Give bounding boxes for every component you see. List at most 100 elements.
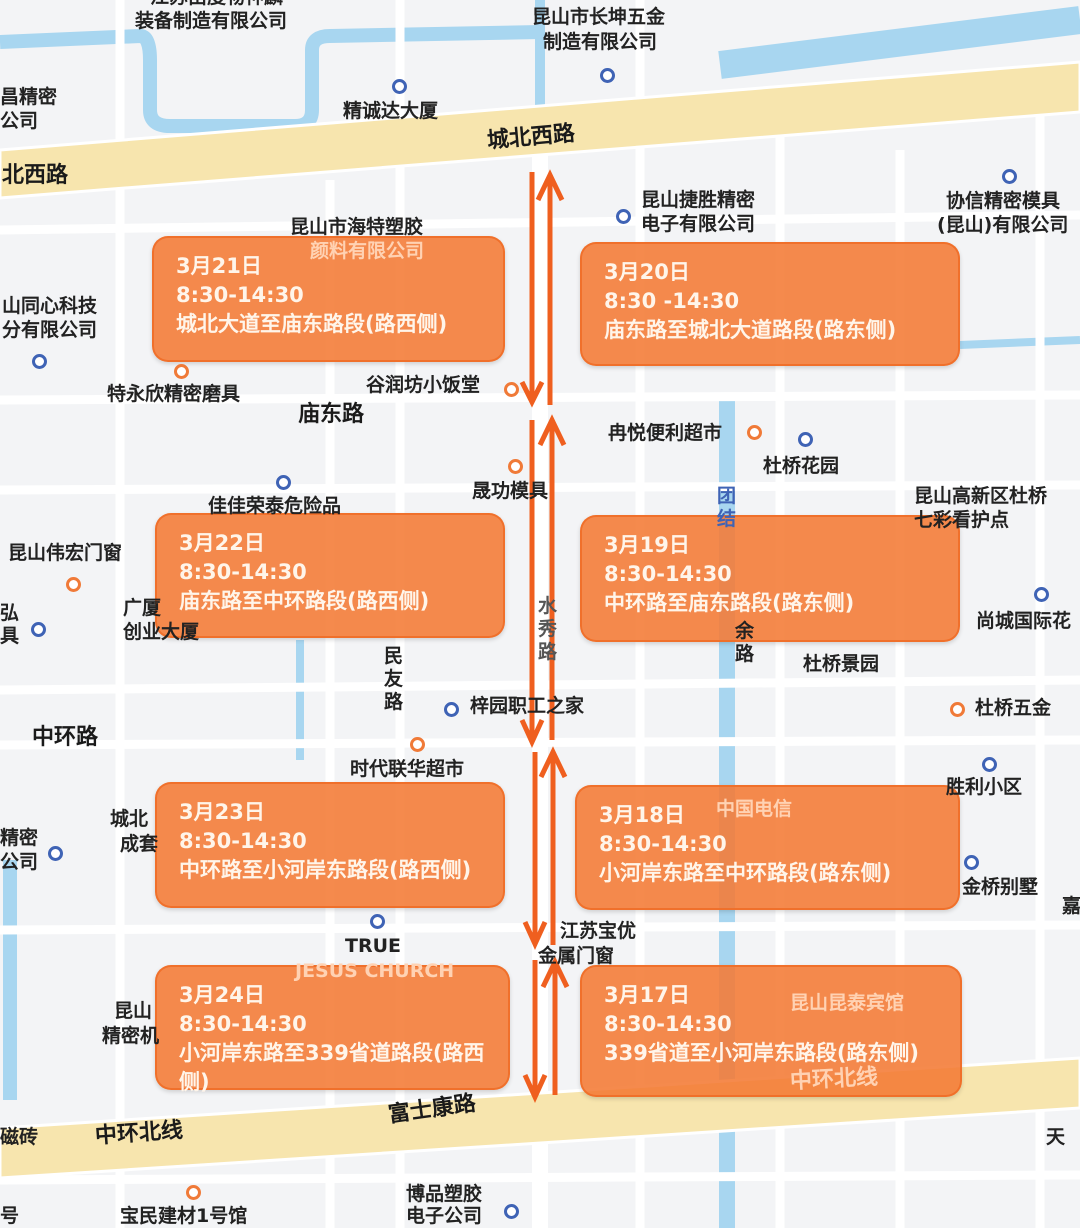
poi-label: 协信精密模具 [946, 190, 1061, 212]
closure-time: 8:30 -14:30 [604, 289, 740, 313]
poi-label: 创业大厦 [123, 621, 200, 643]
poi-label: 制造有限公司 [543, 31, 658, 53]
poi-label: 分有限公司 [2, 319, 98, 341]
poi-label: 昆山伟宏门窗 [8, 542, 123, 564]
closure-card-0317: 3月17日 8:30-14:30 339省道至小河岸东路段(路东侧) [580, 965, 962, 1097]
poi-marker[interactable] [32, 354, 47, 369]
poi-label: 冉悦便利超市 [608, 422, 723, 444]
poi-label: 尚城国际花 [976, 610, 1072, 632]
closure-card-0324: 3月24日 8:30-14:30 小河岸东路至339省道路段(路西侧) [155, 965, 510, 1094]
poi-label: 磁砖 [0, 1126, 39, 1148]
poi-label: 昆山市长坤五金 [532, 6, 666, 28]
closure-segment: 小河岸东路至中环路段(路东侧) [599, 861, 892, 885]
closure-date: 3月23日 [179, 800, 265, 824]
chengbei-xi-road [0, 60, 1080, 200]
poi-label: 昌精密 [0, 86, 58, 108]
closure-date: 3月21日 [176, 254, 262, 278]
poi-label: 昆山 [114, 1000, 153, 1022]
poi-label: 梓园职工之家 [470, 695, 585, 717]
road-label: 中环北线 [789, 1064, 879, 1095]
poi-label: 昆山昆泰宾馆 [790, 992, 905, 1014]
closure-segment: 庙东路至中环路段(路西侧) [179, 589, 430, 613]
poi-marker[interactable] [964, 855, 979, 870]
poi-marker[interactable] [276, 475, 291, 490]
closure-segment: 城北大道至庙东路段(路西侧) [176, 312, 448, 336]
poi-marker[interactable] [508, 459, 523, 474]
poi-marker[interactable] [392, 79, 407, 94]
poi-marker[interactable] [174, 364, 189, 379]
down-arrow-2 [519, 420, 545, 749]
poi-label: 电子有限公司 [641, 213, 756, 235]
closure-date: 3月19日 [604, 533, 690, 557]
closure-card-0319: 3月19日 8:30-14:30 中环路至庙东路段(路东侧) [580, 515, 960, 642]
up-arrow-4 [540, 956, 570, 1095]
closure-time: 8:30-14:30 [604, 1012, 732, 1036]
poi-label: 具 [0, 625, 20, 647]
poi-label: 精密 [0, 827, 39, 849]
closure-card-0318: 3月18日 8:30-14:30 小河岸东路至中环路段(路东侧) [575, 785, 960, 910]
poi-label: 中国电信 [716, 798, 793, 820]
closure-segment: 小河岸东路至339省道路段(路西侧) [179, 1041, 485, 1094]
poi-marker[interactable] [798, 432, 813, 447]
closure-segment: 中环路至小河岸东路段(路西侧) [179, 858, 472, 882]
poi-label: 精诚达大厦 [343, 100, 439, 122]
closure-time: 8:30-14:30 [179, 1012, 307, 1036]
road-label: 余路 [735, 620, 755, 665]
poi-label: 颜料有限公司 [310, 240, 425, 262]
poi-marker[interactable] [600, 68, 615, 83]
poi-label: 号 [0, 1205, 20, 1227]
poi-label: 嘉 [1062, 895, 1080, 917]
poi-marker[interactable] [982, 757, 997, 772]
closure-segment: 庙东路至城北大道路段(路东侧) [604, 318, 897, 342]
road-label: 中环北线 [94, 1117, 184, 1150]
closure-date: 3月24日 [179, 983, 265, 1007]
poi-label: 杜桥花园 [763, 455, 840, 477]
poi-marker[interactable] [444, 702, 459, 717]
poi-label: 宝民建材1号馆 [120, 1205, 248, 1227]
poi-marker[interactable] [504, 382, 519, 397]
poi-label: 团结 [717, 485, 737, 530]
road-label: 民友路 [384, 645, 404, 713]
poi-marker[interactable] [504, 1204, 519, 1219]
poi-marker[interactable] [31, 622, 46, 637]
road-label: 中环路 [32, 725, 99, 750]
poi-label: 精密机 [102, 1025, 160, 1047]
poi-label: 晟功模具 [472, 480, 549, 502]
down-arrow-4 [522, 960, 548, 1104]
closure-date: 3月20日 [604, 260, 690, 284]
poi-marker[interactable] [66, 577, 81, 592]
poi-marker[interactable] [370, 914, 385, 929]
poi-label: 胜利小区 [946, 776, 1023, 798]
poi-label: 昆山高新区杜桥 [914, 485, 1048, 507]
closure-time: 8:30-14:30 [179, 560, 307, 584]
poi-marker[interactable] [186, 1185, 201, 1200]
poi-label: 博品塑胶 [406, 1183, 483, 1205]
closure-card-0322: 3月22日 8:30-14:30 庙东路至中环路段(路西侧) [155, 513, 505, 638]
poi-label: 山同心科技 [2, 295, 98, 317]
up-arrow-1 [535, 169, 565, 405]
road-label: 水秀路 [538, 595, 558, 663]
poi-label: 广厦 [123, 597, 162, 619]
poi-label: 公司 [0, 110, 39, 132]
poi-marker[interactable] [616, 209, 631, 224]
poi-label: 时代联华超市 [350, 758, 465, 780]
poi-label: 金属门窗 [538, 945, 615, 967]
poi-label: 七彩看护点 [914, 509, 1010, 531]
up-arrow-2 [537, 414, 567, 740]
poi-marker[interactable] [48, 846, 63, 861]
closure-time: 8:30-14:30 [176, 283, 304, 307]
closure-card-0321: 3月21日 8:30-14:30 城北大道至庙东路段(路西侧) [152, 236, 505, 362]
poi-marker[interactable] [1002, 169, 1017, 184]
poi-label: 成套 [120, 833, 159, 855]
poi-label: 公司 [0, 851, 39, 873]
poi-marker[interactable] [950, 702, 965, 717]
poi-marker[interactable] [747, 425, 762, 440]
closure-time: 8:30-14:30 [179, 829, 307, 853]
poi-label: 谷润坊小饭堂 [366, 374, 481, 396]
poi-marker[interactable] [1034, 587, 1049, 602]
poi-label: JESUS CHURCH [295, 960, 455, 982]
poi-marker[interactable] [410, 737, 425, 752]
closure-date: 3月17日 [604, 983, 690, 1007]
down-arrow-3 [522, 752, 548, 951]
road-label: 北西路 [2, 163, 69, 188]
